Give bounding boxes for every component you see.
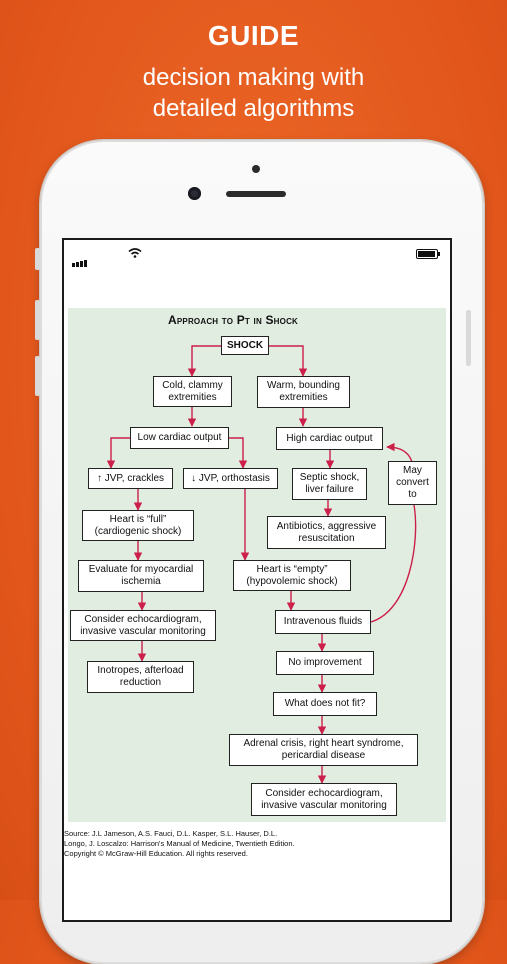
node-adrenal-crisis: Adrenal crisis, right heart syndrome, pe…: [229, 734, 418, 766]
node-jvp-crackles: ↑ JVP, crackles: [88, 468, 173, 489]
status-bar: [64, 240, 450, 267]
node-consider-echo-right: Consider echocardiogram, invasive vascul…: [251, 783, 397, 816]
arrow-low-to-jvpdown: [229, 437, 248, 469]
promo-subline-line-1: decision making with: [142, 64, 365, 91]
node-high-cardiac-output: High cardiac output: [276, 427, 383, 450]
phone-power-button: [466, 310, 471, 366]
node-may-convert: May convert to: [388, 461, 437, 505]
node-no-improvement: No improvement: [276, 651, 374, 675]
node-intravenous-fluids: Intravenous fluids: [275, 610, 371, 634]
promo-subline: decision making with detailed algorithms: [0, 62, 507, 124]
node-septic-shock: Septic shock, liver failure: [292, 468, 367, 500]
signal-icon: [72, 249, 88, 267]
node-jvp-orthostasis: ↓ JVP, orthostasis: [183, 468, 278, 489]
node-warm-bounding: Warm, bounding extremities: [257, 376, 350, 408]
wifi-icon: [128, 245, 142, 263]
promo-subline-line-2: detailed algorithms: [152, 95, 355, 122]
front-camera: [188, 187, 201, 200]
node-heart-full: Heart is “full” (cardiogenic shock): [82, 510, 194, 541]
node-cold-clammy: Cold, clammy extremities: [153, 376, 232, 407]
node-what-does-not-fit: What does not fit?: [273, 692, 377, 716]
promo-headline: GUIDE: [207, 20, 300, 51]
battery-icon: [416, 249, 440, 259]
arrow-iv-may-convert: [370, 447, 417, 623]
flowchart-arrows: [106, 345, 417, 784]
arrow-shock-to-warm: [268, 345, 308, 377]
phone-mute-switch: [35, 248, 40, 270]
node-shock: SHOCK: [221, 336, 269, 355]
node-antibiotics: Antibiotics, aggressive resuscitation: [267, 516, 386, 549]
arrow-low-to-jvpup: [106, 437, 130, 469]
node-evaluate-ischemia: Evaluate for myocardial ischemia: [78, 560, 204, 592]
node-consider-echo-left: Consider echocardiogram, invasive vascul…: [70, 610, 216, 641]
phone-volume-down: [35, 356, 40, 396]
arrow-shock-to-cold: [187, 345, 221, 377]
flowchart-title: Approach to Pt in Shock: [168, 313, 299, 327]
source-citation: Source: J.L Jameson, A.S. Fauci, D.L. Ka…: [64, 829, 295, 858]
phone-volume-up: [35, 300, 40, 340]
earpiece-speaker: [226, 191, 286, 197]
node-inotropes: Inotropes, afterload reduction: [87, 661, 194, 693]
node-heart-empty: Heart is “empty” (hypovolemic shock): [233, 560, 351, 591]
node-low-cardiac-output: Low cardiac output: [130, 427, 229, 449]
proximity-sensor: [252, 165, 260, 173]
